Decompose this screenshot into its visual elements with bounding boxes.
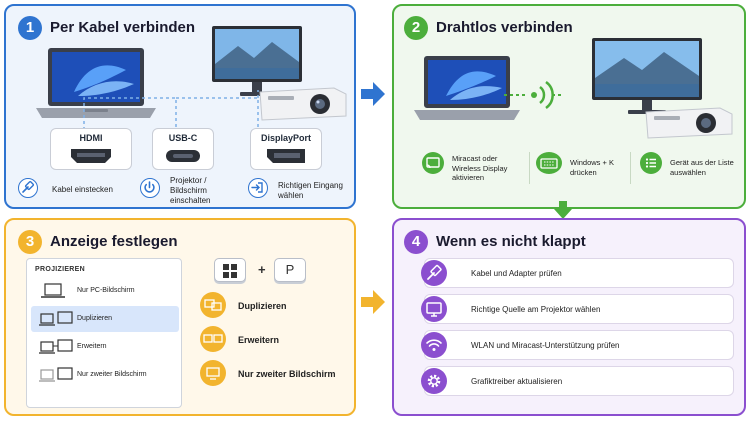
project-menu-header: PROJIZIEREN <box>35 266 85 273</box>
project-option-label: Nur zweiter Bildschirm <box>77 371 147 378</box>
power-icon <box>144 181 155 193</box>
input-icon <box>251 182 263 193</box>
step-input <box>248 178 268 198</box>
project-option-duplicate[interactable]: Duplizieren <box>31 306 179 332</box>
cable-lines <box>83 90 259 130</box>
arrow-down-icon <box>554 201 572 219</box>
step-number-badge: 4 <box>404 230 428 254</box>
project-option-label: Erweitern <box>77 343 107 350</box>
port-displayport: DisplayPort <box>250 128 322 170</box>
step-text: Kabel einstecken <box>52 185 113 194</box>
option-label: Nur zweiter Bildschirm <box>238 369 336 379</box>
project-option-second-only[interactable]: Nur zweiter Bildschirm <box>31 362 179 388</box>
wifi-icon <box>426 339 442 351</box>
panel-title: Per Kabel verbinden <box>50 19 196 36</box>
port-label: HDMI <box>79 133 103 143</box>
troubleshoot-icon-circle <box>421 260 447 286</box>
duplicate-screens-icon <box>39 311 73 326</box>
projector-illustration <box>259 87 347 121</box>
step-usb-plug <box>18 178 38 198</box>
cast-icon <box>426 157 440 169</box>
step-text: Richtigen Eingang wählen <box>278 181 343 200</box>
step-number-badge: 3 <box>18 230 42 254</box>
step-text: Windows + K drücken <box>570 158 614 177</box>
project-option-label: Nur PC-Bildschirm <box>77 287 135 294</box>
plus-sign: + <box>258 262 266 277</box>
troubleshoot-icon-circle <box>421 368 447 394</box>
second-screen-icon <box>206 367 220 380</box>
wireless-signal-icon <box>504 80 562 110</box>
monitor-icon <box>426 302 442 317</box>
panel-wireless-connection: 2 Drahtlos verbinden Miracast oder <box>392 4 746 209</box>
project-option-label: Duplizieren <box>77 315 113 322</box>
panel-troubleshooting: 4 Wenn es nicht klappt Kabel und Adapter… <box>392 218 746 416</box>
arrow-right-icon <box>361 82 385 106</box>
project-option-extend[interactable]: Erweitern <box>31 334 179 360</box>
option-second-screen <box>200 360 226 386</box>
duplicate-icon <box>204 299 222 311</box>
port-usb-c: USB-C <box>152 128 214 170</box>
windows-key-icon <box>223 264 237 278</box>
divider <box>630 152 631 184</box>
p-key: P <box>274 258 306 282</box>
monitor-illustration <box>212 26 302 96</box>
troubleshoot-text: Kabel und Adapter prüfen <box>471 269 562 278</box>
gear-icon <box>427 374 441 388</box>
troubleshoot-text: WLAN und Miracast-Unterstützung prüfen <box>471 341 620 350</box>
step-number-badge: 2 <box>404 16 428 40</box>
troubleshoot-item-driver: Grafiktreiber aktualisieren <box>421 366 734 396</box>
panel-display-settings: 3 Anzeige festlegen PROJIZIEREN Nur PC-B… <box>4 218 356 416</box>
divider <box>529 152 530 184</box>
step-list <box>640 152 662 174</box>
step-power <box>140 178 160 198</box>
list-icon <box>645 158 656 168</box>
troubleshoot-icon-circle <box>421 296 447 322</box>
panel-cable-connection: 1 Per Kabel verbinden HDMI <box>4 4 356 209</box>
project-menu: PROJIZIEREN Nur PC-Bildschirm Dupliziere… <box>26 258 182 408</box>
laptop-illustration <box>36 48 156 118</box>
troubleshoot-text: Richtige Quelle am Projektor wählen <box>471 305 601 314</box>
port-label: USB-C <box>168 133 198 143</box>
laptop-only-icon <box>41 283 65 298</box>
step-text: Gerät aus der Liste auswählen <box>670 158 734 177</box>
hdmi-port-icon <box>71 149 111 163</box>
troubleshoot-item-wlan: WLAN und Miracast-Unterstützung prüfen <box>421 330 734 360</box>
monitor-illustration <box>592 38 702 114</box>
troubleshoot-item-cable: Kabel und Adapter prüfen <box>421 258 734 288</box>
option-extend <box>200 326 226 352</box>
project-option-pc-only[interactable]: Nur PC-Bildschirm <box>31 278 179 304</box>
laptop-illustration <box>414 56 520 120</box>
second-screen-only-icon <box>39 367 73 382</box>
arrow-right-icon <box>361 290 385 314</box>
port-hdmi: HDMI <box>50 128 132 170</box>
option-label: Erweitern <box>238 335 280 345</box>
projector-illustration <box>645 107 733 139</box>
step-number-badge: 1 <box>18 16 42 40</box>
usb-c-port-icon <box>166 150 200 162</box>
extend-screens-icon <box>39 339 73 354</box>
option-label: Duplizieren <box>238 301 287 311</box>
troubleshoot-icon-circle <box>421 332 447 358</box>
usb-plug-icon <box>22 180 35 193</box>
step-cast <box>422 152 444 174</box>
step-text: Miracast oder Wireless Display aktiviere… <box>452 154 508 182</box>
extend-icon <box>203 334 223 343</box>
panel-title: Anzeige festlegen <box>50 233 178 250</box>
displayport-port-icon <box>267 149 305 163</box>
windows-key <box>214 258 246 282</box>
troubleshoot-item-source: Richtige Quelle am Projektor wählen <box>421 294 734 324</box>
port-label: DisplayPort <box>260 133 311 143</box>
step-text: Projektor / Bildschirm einschalten <box>170 176 211 205</box>
panel-title: Drahtlos verbinden <box>436 19 573 36</box>
troubleshoot-text: Grafiktreiber aktualisieren <box>471 377 563 386</box>
step-keyboard <box>536 152 562 174</box>
keyboard-icon <box>540 158 558 169</box>
option-duplicate <box>200 292 226 318</box>
cable-icon <box>427 264 442 280</box>
panel-title: Wenn es nicht klappt <box>436 233 586 250</box>
